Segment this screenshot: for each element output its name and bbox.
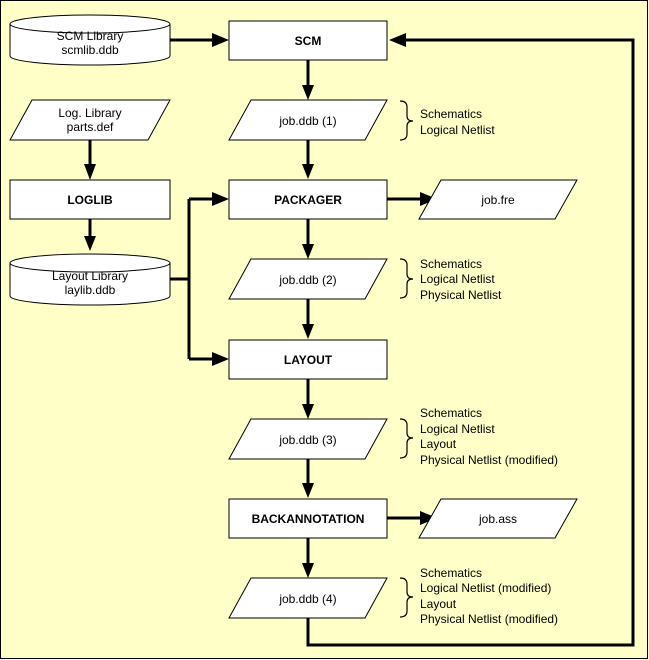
note-line: Schematics: [420, 406, 482, 420]
log-library-file: parts.def: [67, 120, 114, 134]
note-line: Physical Netlist: [420, 288, 502, 302]
job-ddb-1: job.ddb (1): [228, 99, 388, 141]
note-line: Physical Netlist (modified): [420, 612, 558, 626]
job-ass-output: job.ass: [418, 498, 578, 539]
layout-process: LAYOUT: [228, 339, 388, 380]
scm-label: SCM: [295, 34, 322, 48]
job-fre-label: job.fre: [480, 193, 515, 207]
packager-label: PACKAGER: [274, 193, 342, 207]
layout-library-db: Layout Library laylib.ddb: [9, 253, 171, 306]
log-library-input: Log. Library parts.def: [9, 99, 171, 141]
arrowhead-scm-right: [389, 33, 406, 47]
job-ddb-2-contents: Schematics Logical Netlist Physical Netl…: [399, 257, 502, 302]
arrowhead-loglib: [84, 164, 96, 180]
arrowhead-scm-left: [212, 33, 229, 47]
job-ass-label: job.ass: [478, 512, 517, 526]
arrowhead-jobfre: [420, 192, 437, 206]
connector-feedback-loop: [306, 38, 635, 647]
loglib-process: LOGLIB: [9, 179, 171, 220]
job-ddb-3: job.ddb (3): [228, 418, 388, 460]
note-line: Schematics: [420, 257, 482, 271]
arrowhead-layout-left: [212, 352, 229, 366]
brace: [399, 577, 414, 618]
arrowhead-jobass: [420, 511, 437, 525]
note-line: Logical Netlist: [420, 123, 495, 137]
scm-process: SCM: [228, 20, 388, 61]
scm-library-file: scmlib.ddb: [61, 43, 119, 57]
packager-process: PACKAGER: [228, 179, 388, 220]
backannotation-label: BACKANNOTATION: [252, 512, 365, 526]
note-line: Layout: [420, 597, 457, 611]
brace: [399, 258, 414, 299]
connectors: [84, 33, 635, 647]
arrowhead-packager-top: [302, 164, 314, 179]
layout-label: LAYOUT: [284, 353, 333, 367]
brace: [399, 100, 414, 141]
arrowhead-backanno-top: [302, 483, 314, 498]
layout-library-file: laylib.ddb: [65, 283, 116, 297]
job-fre-output: job.fre: [418, 179, 578, 220]
arrowhead-packager-left: [212, 192, 229, 206]
note-line: Logical Netlist (modified): [420, 581, 551, 595]
job-ddb-1-contents: Schematics Logical Netlist: [399, 100, 495, 141]
log-library-name: Log. Library: [58, 106, 121, 120]
job-ddb-2: job.ddb (2): [228, 258, 388, 300]
note-line: Schematics: [420, 566, 482, 580]
job-ddb-4-contents: Schematics Logical Netlist (modified) La…: [399, 566, 558, 626]
note-line: Schematics: [420, 107, 482, 121]
note-line: Logical Netlist: [420, 272, 495, 286]
arrowhead-job3: [302, 404, 314, 419]
note-line: Layout: [420, 437, 457, 451]
job-ddb-1-label: job.ddb (1): [278, 114, 336, 128]
arrowhead-job1: [302, 85, 314, 100]
loglib-label: LOGLIB: [67, 193, 113, 207]
backannotation-process: BACKANNOTATION: [228, 498, 388, 539]
brace: [399, 418, 414, 459]
job-ddb-4-label: job.ddb (4): [278, 592, 336, 606]
job-ddb-3-label: job.ddb (3): [278, 433, 336, 447]
arrowhead-layout-top: [302, 324, 314, 339]
note-line: Physical Netlist (modified): [420, 453, 558, 467]
job-ddb-4: job.ddb (4): [228, 577, 388, 619]
scm-library-name: SCM Library: [57, 29, 124, 43]
layout-library-name: Layout Library: [52, 269, 128, 283]
arrowhead-job2: [302, 244, 314, 259]
note-line: Logical Netlist: [420, 422, 495, 436]
arrowhead-laylib: [84, 236, 96, 251]
job-ddb-2-label: job.ddb (2): [278, 273, 336, 287]
job-ddb-3-contents: Schematics Logical Netlist Layout Physic…: [399, 406, 558, 467]
arrowhead-job4: [302, 563, 314, 578]
scm-library-db: SCM Library scmlib.ddb: [9, 14, 171, 66]
